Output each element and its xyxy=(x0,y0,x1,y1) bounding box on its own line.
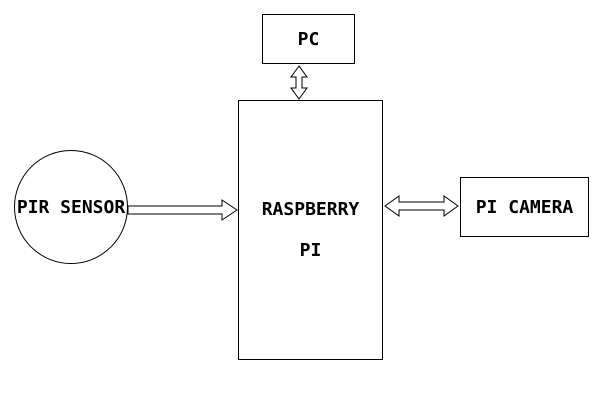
node-pi-camera: PI CAMERA xyxy=(460,177,589,237)
node-raspberry-pi-label-line2: PI xyxy=(299,240,322,261)
node-raspberry-pi-label-line1: RASPBERRY xyxy=(261,199,360,220)
node-pc-label: PC xyxy=(297,28,320,50)
node-pc: PC xyxy=(262,14,355,64)
arrow-pc-rpi-bidirectional-icon xyxy=(290,65,308,100)
arrow-rpi-camera-bidirectional-icon xyxy=(384,195,459,217)
arrow-pir-to-rpi-icon xyxy=(127,199,238,221)
node-pi-camera-label: PI CAMERA xyxy=(475,196,574,218)
node-pir-sensor: PIR SENSOR xyxy=(14,150,128,264)
node-raspberry-pi: RASPBERRY PI xyxy=(238,100,383,360)
node-pir-sensor-label: PIR SENSOR xyxy=(16,196,126,218)
